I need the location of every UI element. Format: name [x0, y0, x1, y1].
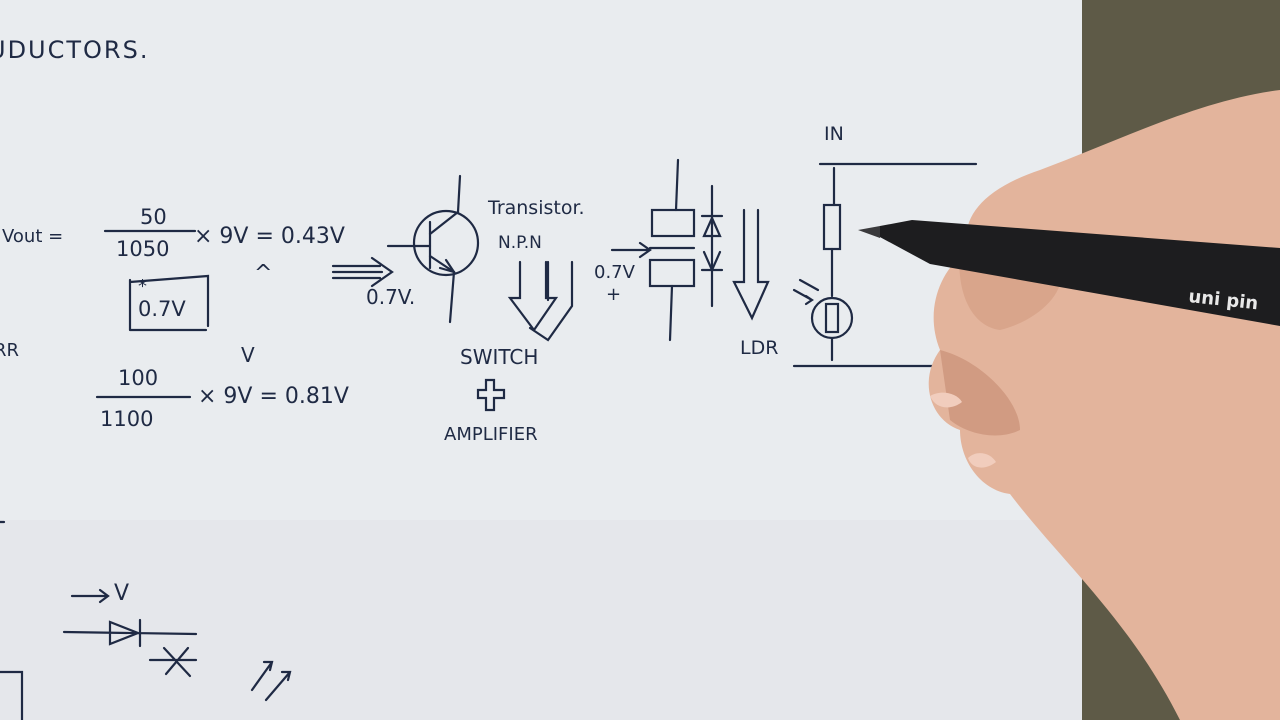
- ldr-arrow: [732, 208, 770, 321]
- transistor-collector: [428, 210, 460, 236]
- plus-sign: +: [606, 284, 621, 305]
- boxed-value: 0.7V: [138, 297, 186, 321]
- fraction1-numerator: 50: [140, 205, 167, 229]
- equation1-tail: × 9V = 0.43V: [194, 224, 345, 249]
- arrow-value: 0.7V.: [366, 285, 415, 309]
- transistor-emitter-lead: [448, 270, 456, 324]
- fraction1-denominator: 1050: [116, 237, 169, 261]
- heading-text: UDUCTORS.: [0, 36, 149, 64]
- bottom-arrow-right: [70, 588, 110, 604]
- bottom-left-box: [0, 670, 24, 720]
- pen-body: [878, 220, 1280, 326]
- transistor-collector-lead: [456, 174, 462, 214]
- fraction2-numerator: 100: [118, 366, 158, 390]
- npn-label: N.P.N: [498, 233, 542, 253]
- transistor-emitter: [428, 254, 456, 274]
- bottom-led-arrows: [250, 660, 292, 702]
- amplifier-label: AMPLIFIER: [444, 424, 538, 445]
- ldr-label: LDR: [740, 337, 778, 359]
- paper-shade: [0, 520, 1082, 720]
- star-mark: *: [138, 276, 147, 297]
- vout-label: Vout =: [2, 226, 63, 247]
- ldr-resistor: [824, 302, 840, 334]
- thyristor-lead-bottom: [668, 284, 674, 342]
- bottom-cross-arrow: [148, 646, 198, 678]
- small-v-label: V: [114, 581, 129, 606]
- rr-label: RR: [0, 340, 19, 361]
- caret-up: ^: [254, 261, 272, 286]
- thyristor-gate-arrow: [610, 241, 652, 259]
- emitter-arrow-head: [438, 258, 457, 274]
- light-arrows: [792, 278, 820, 306]
- diode-top: [700, 214, 724, 238]
- thyristor-value: 0.7V: [594, 262, 636, 283]
- input-arrow: [331, 256, 394, 288]
- transistor-symbol: [412, 209, 480, 277]
- thyristor-lead-top: [674, 158, 680, 212]
- amplifier-plus: [476, 378, 506, 412]
- fraction2-denominator: 1100: [100, 407, 153, 431]
- transistor-label: Transistor.: [487, 197, 585, 219]
- fingernail: [930, 392, 962, 408]
- hand-with-pen: uni pin: [858, 90, 1280, 720]
- fingernail-2: [968, 453, 996, 468]
- knuckle-shade: [940, 350, 1020, 436]
- in-label: IN: [824, 123, 844, 145]
- switch-label: SWITCH: [460, 345, 538, 369]
- bottom-diode: [62, 618, 198, 648]
- diode-bottom: [700, 250, 724, 273]
- thyristor-block-top: [650, 208, 696, 238]
- caret-down: V: [241, 343, 255, 367]
- pen-tip: [858, 226, 880, 238]
- equation2-tail: × 9V = 0.81V: [198, 384, 349, 409]
- boxed-value-frame: [128, 274, 210, 332]
- switch-arrow-2: [528, 260, 574, 342]
